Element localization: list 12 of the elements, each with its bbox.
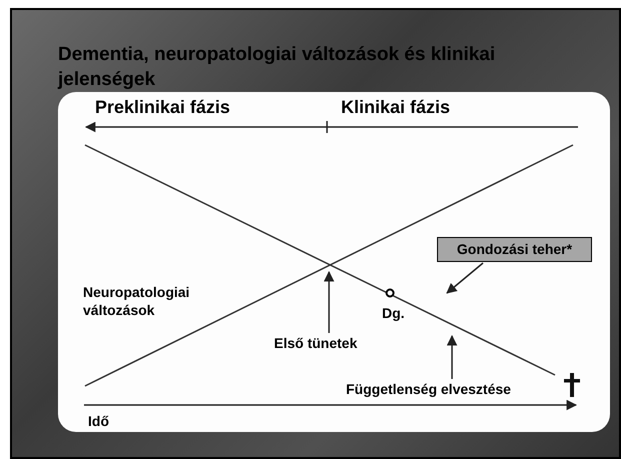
arrow [324,270,334,333]
diagnosis-label: Dg. [382,304,405,322]
phase-label: Preklinikai fázis [95,96,230,118]
callout-text: Függetlenség elvesztése [346,381,511,397]
callout-box: Gondozási teher* [437,237,592,262]
callout-text: Első tünetek [274,335,358,351]
curve-label: Neuropatologiai változások [83,283,191,319]
slide-title: Dementia, neuropatologiai változások és klinikai jelenségek [58,43,496,92]
phase-label: Klinikai fázis [341,96,450,118]
axis-label: Idő [88,412,109,430]
arrow [446,334,458,379]
arrow [446,262,484,294]
